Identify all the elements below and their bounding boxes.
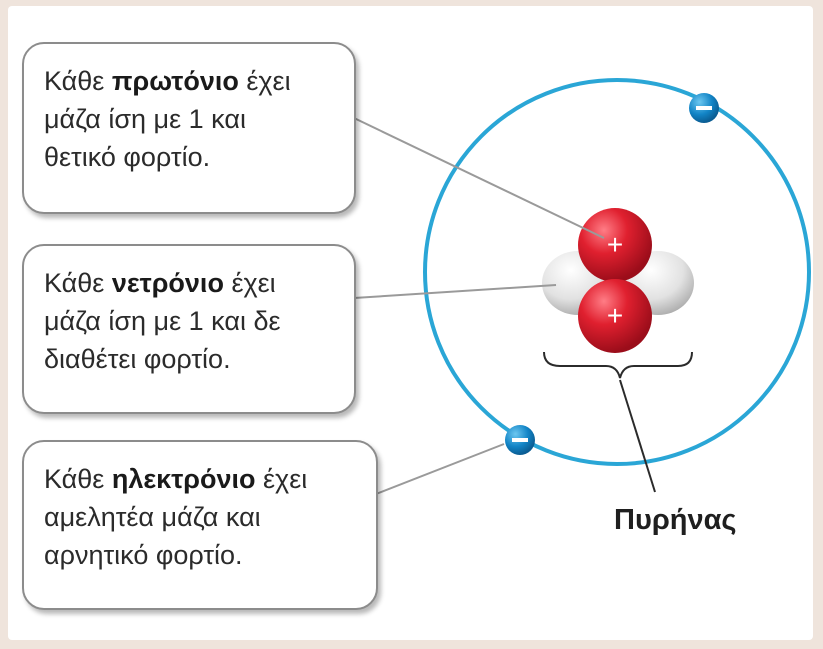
proton-callout-line2: μάζα ίση με 1 και [44, 104, 246, 134]
neutron-post: έχει [223, 268, 276, 298]
proton-bottom [578, 279, 652, 353]
electron-callout: Κάθε ηλεκτρόνιο έχει αμελητέα μάζα και α… [22, 440, 378, 610]
electron-bottom-charge [512, 438, 528, 442]
nucleus-bracket [543, 351, 693, 379]
electron-orbit [423, 78, 811, 466]
neutron-callout-line1: Κάθε νετρόνιο έχει [44, 264, 342, 302]
proton-callout: Κάθε πρωτόνιο έχει μάζα ίση με 1 και θετ… [22, 42, 356, 214]
proton-pointer [353, 117, 605, 239]
proton-term: πρωτόνιο [111, 66, 239, 96]
proton-bottom-charge: + [607, 300, 623, 331]
nucleus-label: Πυρήνας [614, 504, 737, 536]
proton-callout-line1: Κάθε πρωτόνιο έχει [44, 62, 342, 100]
proton-top [578, 208, 652, 282]
neutron-pointer [353, 284, 557, 299]
electron-post: έχει [255, 464, 308, 494]
nucleus-pointer [619, 379, 656, 493]
neutron-pre: Κάθε [44, 268, 112, 298]
electron-callout-line3: αρνητικό φορτίο. [44, 540, 243, 570]
proton-callout-line3: θετικό φορτίο. [44, 142, 211, 172]
electron-pointer [375, 443, 505, 495]
neutron-callout: Κάθε νετρόνιο έχει μάζα ίση με 1 και δε … [22, 244, 356, 414]
electron-top-charge [696, 106, 712, 110]
electron-callout-line2: αμελητέα μάζα και [44, 502, 261, 532]
proton-pre: Κάθε [44, 66, 112, 96]
proton-top-charge: + [607, 229, 623, 260]
electron-callout-line1: Κάθε ηλεκτρόνιο έχει [44, 460, 364, 498]
proton-post: έχει [238, 66, 291, 96]
neutron-callout-line2: μάζα ίση με 1 και δε [44, 306, 281, 336]
electron-term: ηλεκτρόνιο [111, 464, 256, 494]
electron-pre: Κάθε [44, 464, 112, 494]
neutron-term: νετρόνιο [111, 268, 224, 298]
neutron-callout-line3: διαθέτει φορτίο. [44, 344, 231, 374]
